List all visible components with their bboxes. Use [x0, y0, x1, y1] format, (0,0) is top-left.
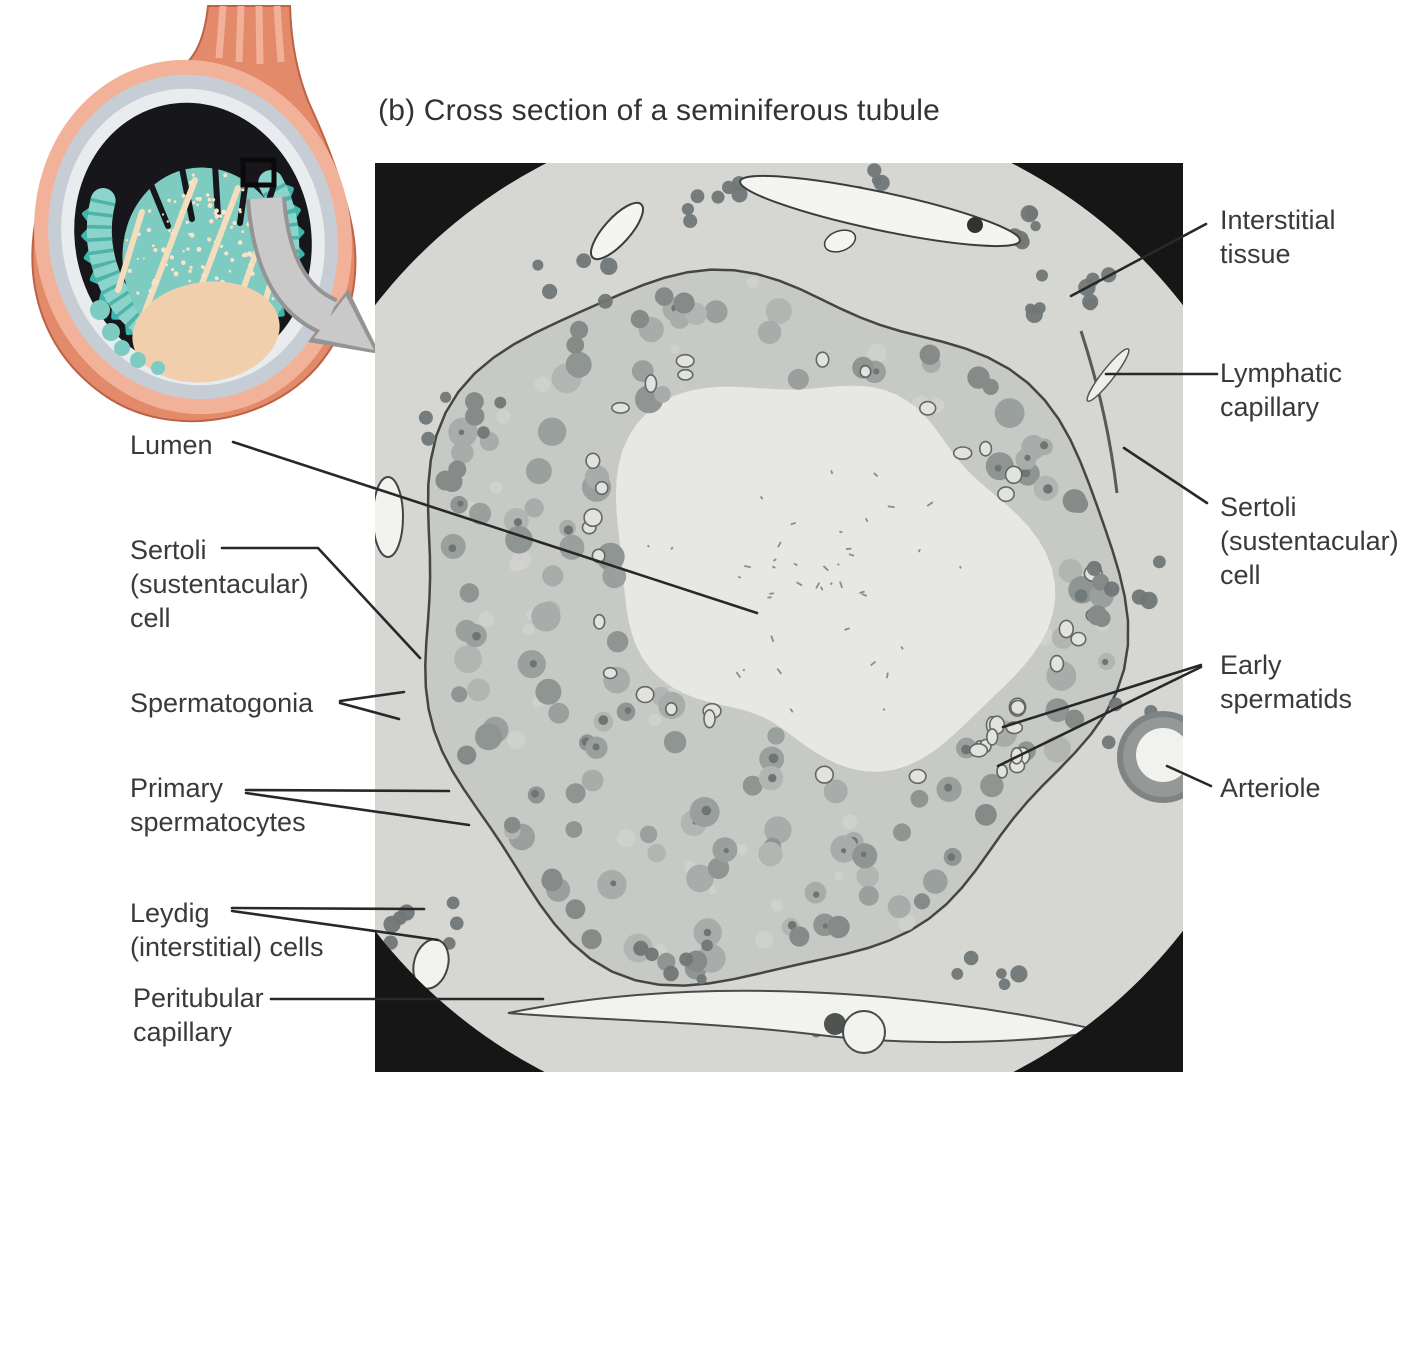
label-early-spermatids: Early spermatids	[1220, 650, 1353, 714]
bottom-dark-cell	[824, 1013, 846, 1035]
label-arteriole: Arteriole	[1220, 773, 1321, 803]
teal-coil-bottom	[90, 300, 165, 375]
mediastinum-peach	[132, 281, 280, 383]
label-lymphatic-capillary: Lymphatic capillary	[1220, 358, 1343, 422]
zoom-arrow	[246, 196, 380, 354]
label-spermatogonia: Spermatogonia	[130, 688, 314, 718]
spermatic-cord-stripes	[215, 5, 285, 65]
spermatogonia-nuclei	[435, 287, 1111, 973]
micrograph-photo	[375, 163, 1183, 1072]
peritubular-capillary-slit	[507, 989, 1104, 1044]
label-primary-spermatocytes: Primary spermatocytes	[130, 773, 306, 837]
label-lumen: Lumen	[130, 430, 213, 460]
label-sertoli-right: Sertoli (sustentacular) cell	[1220, 492, 1399, 590]
bottom-round-vessel	[842, 1010, 886, 1054]
left-edge-vessel	[375, 476, 404, 558]
label-sertoli-left: Sertoli (sustentacular) cell	[130, 535, 309, 633]
lymphatic-vessel-long	[739, 174, 1021, 248]
label-peritubular-capillary: Peritubular capillary	[133, 983, 264, 1047]
vessel-dark-blob	[967, 217, 983, 233]
zoom-region-marker	[240, 157, 277, 188]
label-leydig-cells: Leydig (interstitial) cells	[130, 898, 324, 962]
lymphatic-capillary-line	[1079, 330, 1119, 494]
testis-inset-illustration	[31, 5, 380, 423]
top-capillary-slit	[590, 201, 644, 261]
label-interstitial-tissue: Interstitial tissue	[1220, 205, 1336, 269]
small-white-notch	[823, 229, 857, 253]
panel-title: (b) Cross section of a seminiferous tubu…	[378, 94, 940, 127]
